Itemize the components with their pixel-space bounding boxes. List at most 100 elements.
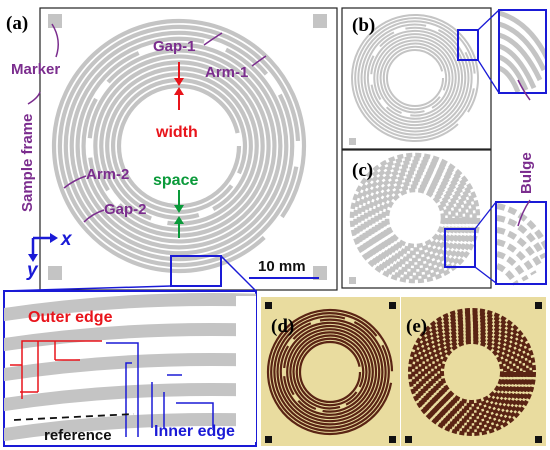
zoom-arm [498, 54, 529, 91]
panel-label-a: (a) [6, 13, 28, 34]
coil-ring [363, 166, 467, 270]
fiducial [265, 302, 272, 309]
panel-label-e: (e) [406, 316, 427, 337]
coil-ring [57, 24, 301, 268]
coil-ring [353, 156, 477, 280]
coil-ring [381, 184, 449, 252]
reference-label: reference [44, 427, 112, 444]
coil-ring [279, 321, 381, 423]
zoom-line [474, 266, 497, 284]
coil-ring [266, 308, 394, 436]
coil-ring [440, 340, 504, 404]
coil-ring [424, 324, 520, 420]
x-axis-label: x [60, 229, 73, 250]
bulge-label: Bulge [518, 152, 535, 194]
fiducial [389, 436, 396, 443]
coil-ring [295, 337, 365, 407]
bulge-pointer [517, 79, 531, 101]
coil-ring [69, 36, 289, 256]
coil-ring [427, 327, 517, 417]
zoom-line [220, 255, 257, 292]
zoom-arm [495, 263, 519, 286]
fiducial [535, 302, 542, 309]
zoom-c-detail [495, 203, 546, 286]
inner-edge-label: Inner edge [154, 423, 235, 440]
coil-ring [370, 173, 460, 263]
panel-b: (b) [341, 7, 547, 150]
coil-c [349, 152, 481, 284]
zoom-arm [496, 239, 537, 276]
coil-ring [376, 39, 454, 117]
fiducial [405, 436, 412, 443]
coil-ring [377, 180, 453, 256]
space-label: space [153, 172, 198, 189]
fiducial [389, 302, 396, 309]
panel-a: (a) Marker Gap-1 Arm-1 width space Arm-2… [3, 7, 338, 292]
x-arrowhead [50, 233, 58, 243]
scale-bar-label: 10 mm [258, 258, 306, 275]
panel-label-c: (c) [352, 160, 373, 181]
panel-d: (d) [261, 297, 400, 446]
coil-ring [386, 49, 444, 107]
arm-1-label: Arm-1 [205, 64, 248, 81]
coil-ring [354, 17, 476, 139]
coil-ring [292, 334, 368, 410]
coil-ring [430, 330, 514, 414]
coil-ring [270, 312, 390, 432]
outer-edge-label: Outer edge [28, 309, 113, 326]
marker-square [48, 14, 62, 28]
zoom-line [477, 59, 500, 94]
panel-e: (e) [401, 297, 546, 446]
coil-ring [360, 23, 470, 133]
gap-2-label: Gap-2 [104, 201, 147, 218]
y-axis-label: y [26, 260, 39, 281]
bulge-pointer [517, 199, 531, 227]
outer-edge-leader [21, 340, 102, 399]
coil-ring [360, 163, 470, 273]
coil-a [51, 18, 307, 274]
zoom-arm [496, 203, 546, 252]
marker-square [349, 277, 356, 284]
coil-ring [420, 320, 524, 424]
zoom-arm [498, 21, 546, 72]
y-arrowhead [28, 254, 38, 262]
coil-e [408, 308, 536, 436]
coil-ring [433, 333, 511, 411]
gap-2-pointer [83, 209, 105, 223]
zoom-arm [496, 251, 529, 282]
inner-edge-leader [106, 342, 139, 437]
coil-b [351, 14, 479, 142]
coil-ring [411, 311, 533, 433]
zoom-box-c [444, 228, 476, 268]
width-arrowhead [174, 78, 184, 86]
marker-pointer [51, 23, 59, 58]
marker-square [313, 266, 327, 280]
panel-label-d: (d) [271, 316, 294, 337]
zoom-arm [498, 43, 537, 90]
zoom-line [477, 9, 500, 31]
inset-gap [236, 296, 256, 442]
coil-ring [298, 340, 362, 404]
gap-1-pointer [203, 32, 223, 46]
edge-inset: Outer edge Inner edge reference [3, 290, 257, 447]
zoom-arm [497, 65, 521, 93]
arm-2-label: Arm-2 [86, 166, 129, 183]
coil-ring [384, 187, 446, 249]
coil-ring [105, 72, 253, 220]
coil-ring [373, 36, 457, 120]
inner-edge-leader [176, 402, 214, 428]
panel-label-b: (b) [352, 15, 375, 36]
coil-ring [370, 33, 460, 123]
sample-frame-pointer [27, 91, 41, 105]
coil-ring [408, 308, 536, 436]
space-arrowhead [174, 205, 184, 213]
coil-ring [349, 152, 481, 284]
marker-square [349, 138, 356, 145]
zoom-box-b [457, 29, 479, 61]
inner-edge-leader [125, 362, 132, 437]
width-label: width [155, 124, 198, 141]
coil-ring [417, 317, 527, 427]
coil-ring [63, 30, 295, 262]
coil-ring [93, 60, 265, 232]
